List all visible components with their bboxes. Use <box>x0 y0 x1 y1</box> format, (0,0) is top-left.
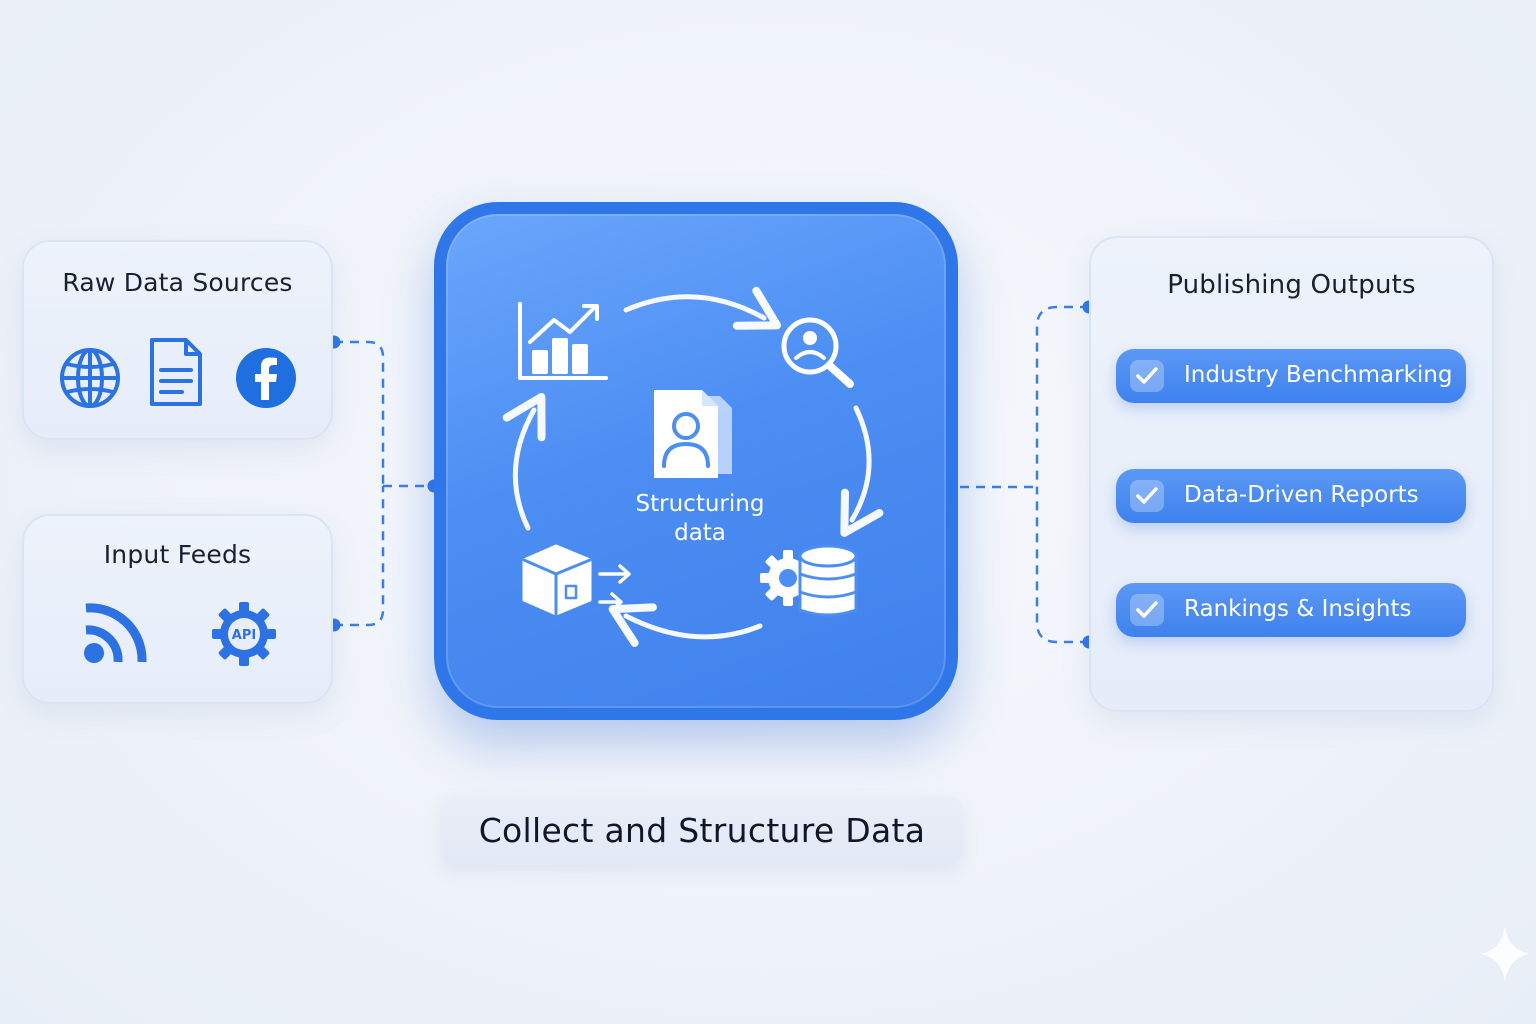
connector-sources <box>334 340 385 486</box>
api-text: API <box>232 628 256 643</box>
connector-feeds <box>334 486 385 627</box>
check-icon <box>1130 594 1164 626</box>
diagram-caption: Collect and Structure Data <box>478 811 926 850</box>
check-icon <box>1130 360 1164 392</box>
output-item-rankings-insights: Rankings & Insights <box>1116 583 1466 637</box>
facebook-icon <box>236 348 296 408</box>
output-item-label: Rankings & Insights <box>1184 596 1412 622</box>
bar-chart-icon <box>518 302 608 380</box>
publishing-outputs-title: Publishing Outputs <box>1167 270 1416 300</box>
sparkle-icon <box>1480 926 1530 982</box>
cycle-arrow-right <box>840 405 884 537</box>
cycle-arrow-bottom <box>608 603 763 647</box>
globe-icon <box>60 348 120 408</box>
output-item-data-driven-reports: Data-Driven Reports <box>1116 469 1466 523</box>
output-item-industry-benchmarking: Industry Benchmarking <box>1116 349 1466 403</box>
cycle-arrow-left <box>502 392 546 531</box>
caption-box: Collect and Structure Data <box>442 797 962 865</box>
raw-data-sources-title: Raw Data Sources <box>62 268 293 297</box>
output-item-label: Industry Benchmarking <box>1184 362 1453 388</box>
hub-cycle-graphics <box>502 286 884 647</box>
package-export-icon <box>522 544 631 616</box>
gear-database-icon <box>760 544 858 617</box>
cycle-arrow-top <box>623 286 782 330</box>
document-icon <box>150 338 202 406</box>
api-gear-icon: API <box>212 602 276 666</box>
hub-label: Structuring data <box>600 490 800 548</box>
raw-data-sources-card: Raw Data Sources <box>22 240 333 440</box>
connector-outputs-bottom <box>1035 487 1089 644</box>
rss-feed-icon <box>84 603 147 663</box>
hub-label-line1: Structuring <box>635 491 765 517</box>
input-feeds-title: Input Feeds <box>103 540 252 569</box>
check-icon <box>1130 480 1164 512</box>
user-document-icon <box>654 390 732 478</box>
connector-outputs-top <box>1035 305 1089 487</box>
output-item-label: Data-Driven Reports <box>1184 482 1419 508</box>
input-feeds-card: Input Feeds API <box>22 514 333 704</box>
hub-label-line2: data <box>674 520 726 546</box>
user-search-icon <box>781 317 854 388</box>
